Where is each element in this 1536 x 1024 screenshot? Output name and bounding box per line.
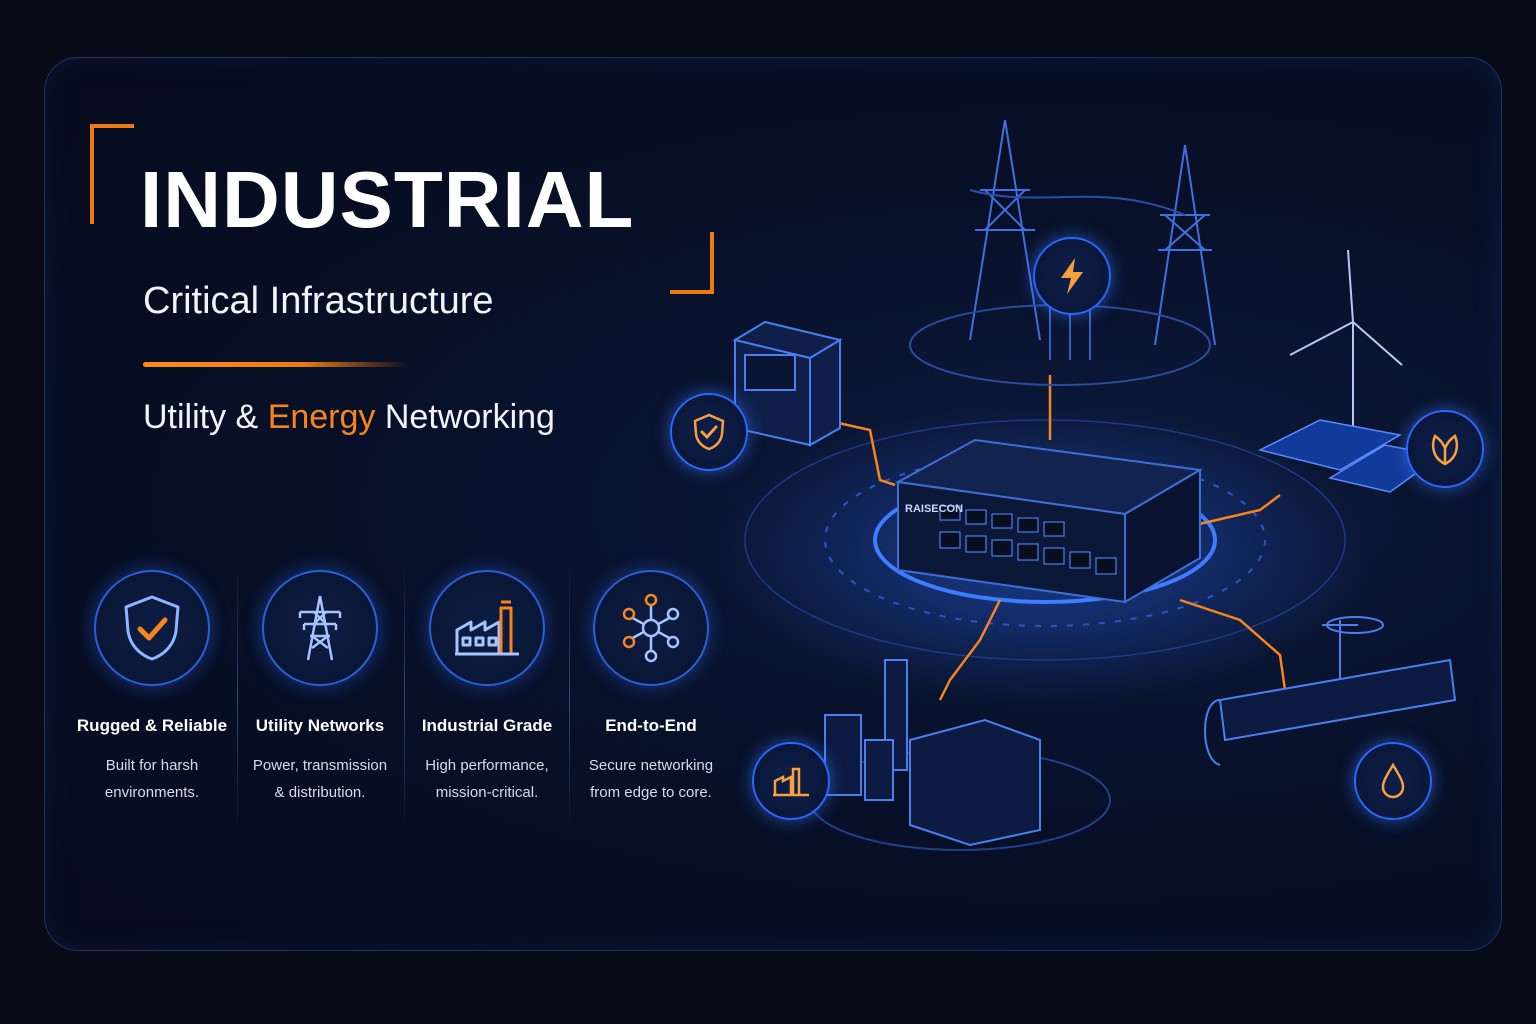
link-pipeline: [1179, 598, 1287, 691]
feature-divider: [569, 560, 570, 835]
renewable-badge: [1406, 410, 1484, 488]
feature-utility-networks: Utility Networks Power, transmission& di…: [240, 570, 400, 806]
shield-check-icon: [693, 413, 725, 451]
oil-gas-badge: [1354, 742, 1432, 820]
lightning-bolt-icon: [1061, 258, 1083, 294]
switch-brand-label: RAISECON: [905, 503, 963, 515]
factory-icon: [773, 767, 809, 797]
tagline: Utility & Energy Networking: [143, 398, 555, 437]
link-factory: [938, 599, 1002, 701]
energy-badge: [1033, 237, 1111, 315]
droplet-icon: [1381, 762, 1405, 799]
network-hub-icon: [593, 570, 709, 686]
page-subtitle: Critical Infrastructure: [143, 280, 494, 322]
title-bracket-bottom-right: [670, 232, 714, 294]
factory-icon: [429, 570, 545, 686]
factory-badge: [752, 742, 830, 820]
leaf-icon: [1431, 434, 1459, 466]
security-badge: [670, 393, 748, 471]
feature-description: Power, transmission& distribution.: [252, 757, 388, 801]
feature-industrial-grade: Industrial Grade High performance,missio…: [407, 570, 567, 806]
feature-divider: [237, 560, 238, 835]
infrastructure-illustration: RAISECON: [715, 119, 1457, 851]
feature-title: Utility Networks: [255, 716, 385, 735]
tagline-pre: Utility &: [143, 398, 268, 436]
title-bracket-top-left: [90, 124, 134, 224]
network-switch: [894, 438, 1204, 604]
title-underline: [143, 362, 408, 367]
power-tower-icon: [262, 570, 378, 686]
tagline-accent: Energy: [267, 398, 376, 436]
shield-check-icon: [94, 570, 210, 686]
pipeline-illustration: [1204, 616, 1457, 766]
page-title: INDUSTRIAL: [140, 155, 635, 244]
feature-title: End-to-End: [605, 716, 697, 735]
link-cabinet: [824, 418, 896, 487]
tagline-post: Networking: [375, 398, 555, 436]
link-solar: [1194, 494, 1281, 527]
feature-title: Rugged & Reliable: [76, 716, 228, 735]
control-cabinet-illustration: [732, 320, 843, 447]
feature-title: Industrial Grade: [421, 716, 553, 735]
wind-turbine-illustration: [1289, 249, 1403, 430]
feature-description: High performance,mission-critical.: [425, 757, 549, 801]
feature-divider: [404, 560, 405, 835]
factory-illustration: [809, 659, 1111, 851]
